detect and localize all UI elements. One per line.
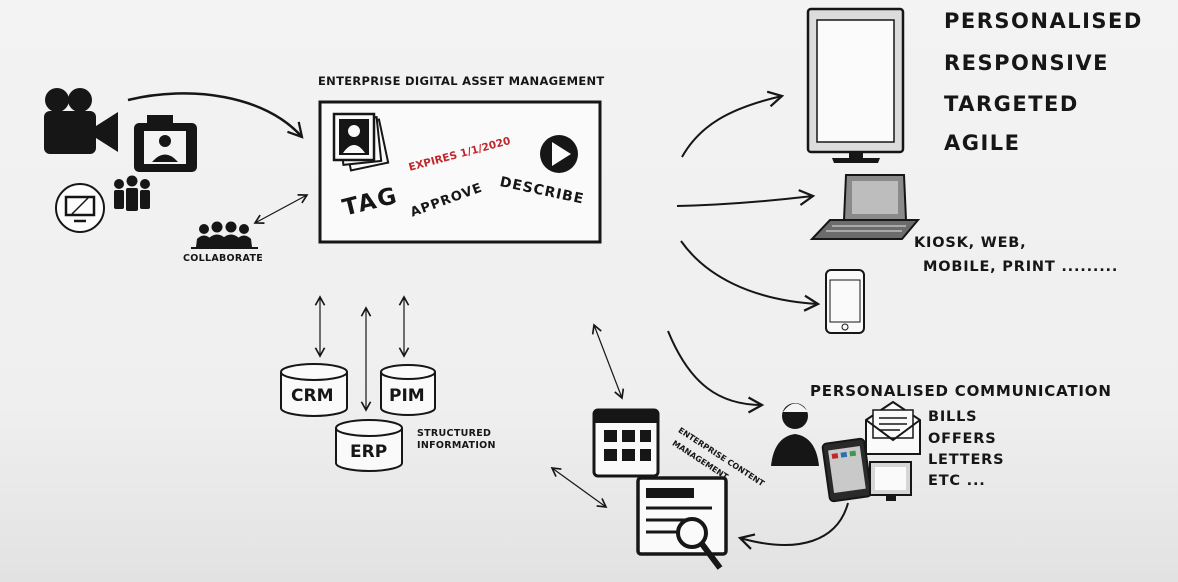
collaborate-label: COLLABORATE [183,253,264,264]
tablet-icon [821,437,873,503]
erp-label: ERP [350,442,388,462]
database-icon [335,419,403,472]
channels-line-2: MOBILE, PRINT ......... [923,259,1119,275]
database-icon [380,364,436,416]
photo-camera-icon [134,115,197,172]
browser-grid-icon [592,408,660,478]
desktop-icon [806,7,905,163]
pim-label: PIM [389,386,425,406]
quality-targeted: TARGETED [944,92,1079,116]
people-icon [114,175,150,211]
structured-info-label-2: INFORMATION [417,440,496,451]
comm-item-bills: BILLS [928,409,978,425]
comm-item-letters: LETTERS [928,452,1005,468]
photo-stack-icon [332,112,390,172]
quality-personalised: PERSONALISED [944,9,1143,33]
crm-label: CRM [291,386,334,406]
play-icon [540,135,578,173]
smartphone-icon [825,269,865,334]
envelope-icon [865,400,921,455]
person-icon [771,403,819,466]
monitor-icon [55,183,105,233]
channels-line-1: KIOSK, WEB, [914,235,1027,251]
database-icon [280,363,348,417]
comm-item-etc: ETC ... [928,473,986,489]
group-icon [191,221,258,249]
video-camera-icon [44,88,118,154]
dam-title: ENTERPRISE DIGITAL ASSET MANAGEMENT [318,74,605,88]
communication-title: PERSONALISED COMMUNICATION [810,382,1112,400]
structured-info-label-1: STRUCTURED [417,428,492,439]
quality-agile: AGILE [944,131,1021,155]
comm-item-offers: OFFERS [928,431,997,447]
laptop-icon [809,174,921,240]
quality-responsive: RESPONSIVE [944,51,1109,75]
document-search-icon [636,476,728,570]
desktop-icon [869,461,912,501]
